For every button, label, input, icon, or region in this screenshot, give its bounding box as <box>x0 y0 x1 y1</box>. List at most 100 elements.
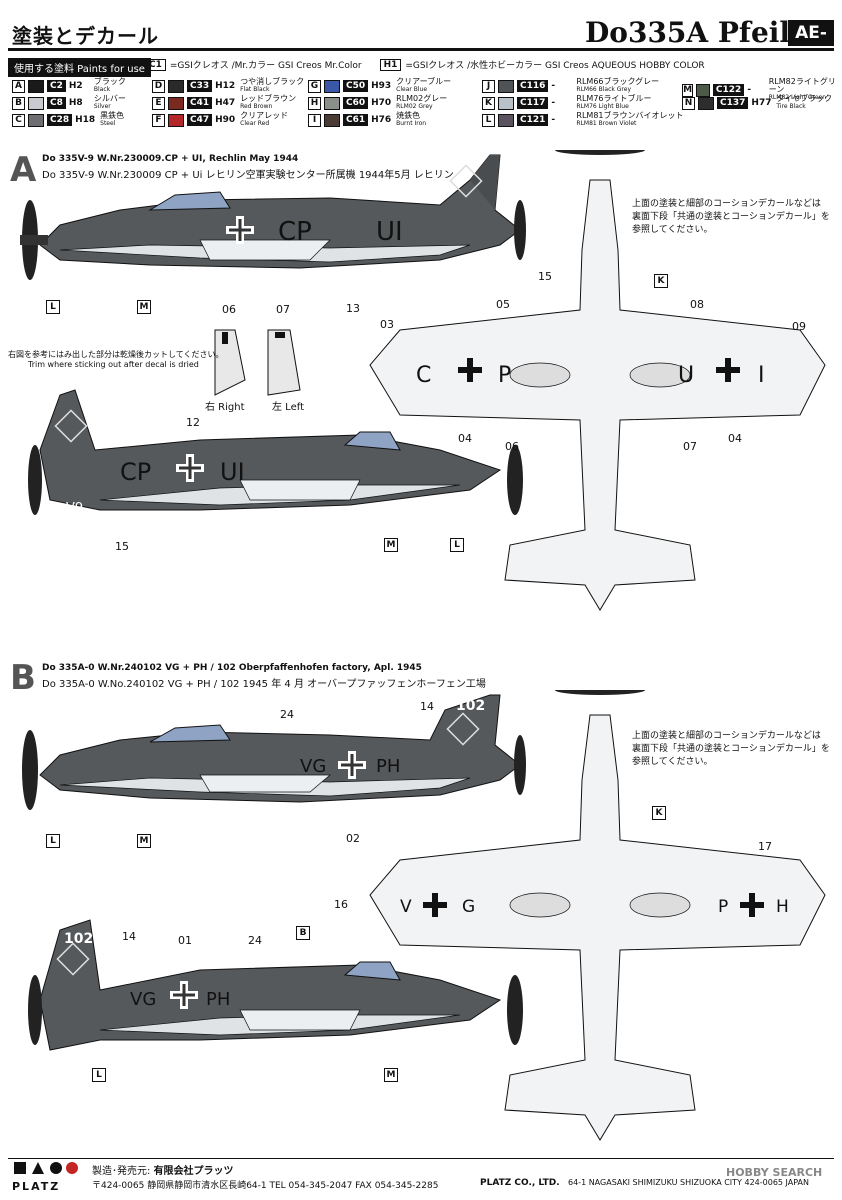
callout-08: 08 <box>690 298 704 311</box>
paint-name-jp: ブラック <box>93 77 126 86</box>
b-bottom-tail-code: 102 <box>64 931 93 947</box>
legend-c1-box: C1 <box>145 58 166 71</box>
paint-code-h: H90 <box>215 115 236 125</box>
a-wing-code-left2: P <box>498 363 511 388</box>
paint-legend: C1 =GSIクレオス /Mr.カラー GSI Creos Mr.Color H… <box>145 58 705 71</box>
trim-note-en: Trim where sticking out after decal is d… <box>28 360 199 369</box>
paint-letter: N <box>682 96 695 110</box>
callout-03: 03 <box>380 318 394 331</box>
paint-name-en: RLM81 Brown Violet <box>576 120 637 127</box>
b-wing-code-right: P <box>718 897 728 917</box>
note-a-line-1: 上面の塗装と細部のコーションデカールなどは <box>632 199 821 209</box>
paint-swatch <box>324 79 340 93</box>
callout-15b: 15 <box>115 540 129 553</box>
marker-b-K: K <box>652 806 666 820</box>
callout-07: 07 <box>683 440 697 453</box>
footer-address-en: 64-1 NAGASAKI SHIMIZUKU SHIZUOKA CITY 42… <box>568 1178 810 1187</box>
paint-code-h: H12 <box>215 81 236 91</box>
paint-code-h: - <box>551 81 556 91</box>
marker-a-M1: M <box>137 300 151 314</box>
paint-letter: G <box>308 79 321 93</box>
side-profile-a-bottom <box>28 389 523 515</box>
callout-16: 16 <box>334 898 348 911</box>
paint-swatch <box>498 113 514 127</box>
trim-note-jp: 右図を参考にはみ出した部分は乾燥後カットしてください。 <box>8 350 224 359</box>
paint-name-en: Steel <box>100 120 116 127</box>
footer-maker-label: 製造･発売元: <box>92 1166 151 1177</box>
paint-code-h: - <box>551 115 556 125</box>
paint-name-jp: RLM66ブラックグレー <box>576 77 660 86</box>
side-profile-a-top <box>20 154 526 280</box>
paint-swatch <box>28 96 44 110</box>
footer-address-jp: 〒424-0065 静岡県静岡市清水区長崎64-1 TEL 054-345-20… <box>92 1181 439 1191</box>
callout-01: 01 <box>178 934 192 947</box>
callout-07a: 07 <box>276 303 290 316</box>
callout-02: 02 <box>346 832 360 845</box>
marker-b-L2: L <box>92 1068 106 1082</box>
legend-h1-text: =GSIクレオス /水性ホビーカラー GSI Creos AQUEOUS HOB… <box>405 61 705 71</box>
callout-06a: 06 <box>222 303 236 316</box>
callout-05: 05 <box>496 298 510 311</box>
callout-13: 13 <box>346 302 360 315</box>
paint-name-jp: RLM02グレー <box>396 94 448 103</box>
callout-06: 06 <box>505 440 519 453</box>
paint-name-en: Clear Red <box>240 120 270 127</box>
paint-swatch <box>168 79 184 93</box>
paint-code-h: H70 <box>371 98 392 108</box>
section-b-letter: B <box>10 658 36 698</box>
section-a-note: 上面の塗装と細部のコーションデカールなどは 裏面下段「共通の塗装とコーションデカ… <box>632 198 832 237</box>
marker-b-M2: M <box>384 1068 398 1082</box>
legend-c1-text: =GSIクレオス /Mr.カラー GSI Creos Mr.Color <box>169 61 362 71</box>
footer-maker: 製造･発売元: 有限会社プラッツ <box>92 1162 234 1177</box>
paint-name-jp: タイヤブラック <box>776 94 833 103</box>
paint-name-en: Black <box>93 86 111 93</box>
paint-swatch <box>696 83 710 97</box>
b-top-code-left: VG <box>300 756 326 777</box>
paint-swatch <box>28 79 44 93</box>
paint-swatch <box>324 113 340 127</box>
paint-letter: H <box>308 96 321 110</box>
b-wing-code-left: V <box>400 897 412 917</box>
paint-name-en: Flat Black <box>240 86 270 93</box>
page-title-jp: 塗装とデカール <box>12 24 159 48</box>
a-bottom-tail-code: V9 <box>66 501 83 516</box>
trim-decal-shapes <box>214 329 301 396</box>
section-b-caption-jp: Do 335A-0 W.No.240102 VG + PH / 102 1945… <box>42 679 486 690</box>
paint-swatch <box>498 79 514 93</box>
note-b-line-2: 裏面下段「共通の塗装とコーションデカール」を <box>632 744 830 754</box>
paint-code-h: H47 <box>215 98 236 108</box>
marker-a-M2: M <box>384 538 398 552</box>
paint-letter: J <box>482 79 495 93</box>
paint-letter: L <box>482 113 495 127</box>
a-bottom-code-left: CP <box>120 458 151 486</box>
paint-swatch <box>698 96 714 110</box>
page-title-en: Do335A Pfeil <box>585 16 791 49</box>
a-top-tail-code: V9 <box>460 271 477 286</box>
callout-24: 24 <box>280 708 294 721</box>
paint-code-c: C28 <box>47 114 73 126</box>
b-top-code-right: PH <box>376 756 400 777</box>
marker-b-L1: L <box>46 834 60 848</box>
b-bottom-code-right: PH <box>206 989 230 1010</box>
watermark: HOBBY SEARCH <box>726 1166 823 1179</box>
footer-divider <box>8 1158 834 1159</box>
paint-swatch <box>28 113 44 127</box>
b-wing-code-left2: G <box>462 897 475 917</box>
section-a-caption-jp: Do 335V-9 W.Nr.230009 CP + Ui レヒリン空軍実験セン… <box>42 170 454 181</box>
paint-name-jp: 焼鉄色 <box>396 111 421 120</box>
paint-code-h: H77 <box>751 98 772 108</box>
note-b-line-1: 上面の塗装と細部のコーションデカールなどは <box>632 731 821 741</box>
kit-code-badge: AE-20 <box>788 20 834 69</box>
paint-name-en: RLM82 Light Green <box>768 94 827 101</box>
paint-letter: C <box>12 113 25 127</box>
